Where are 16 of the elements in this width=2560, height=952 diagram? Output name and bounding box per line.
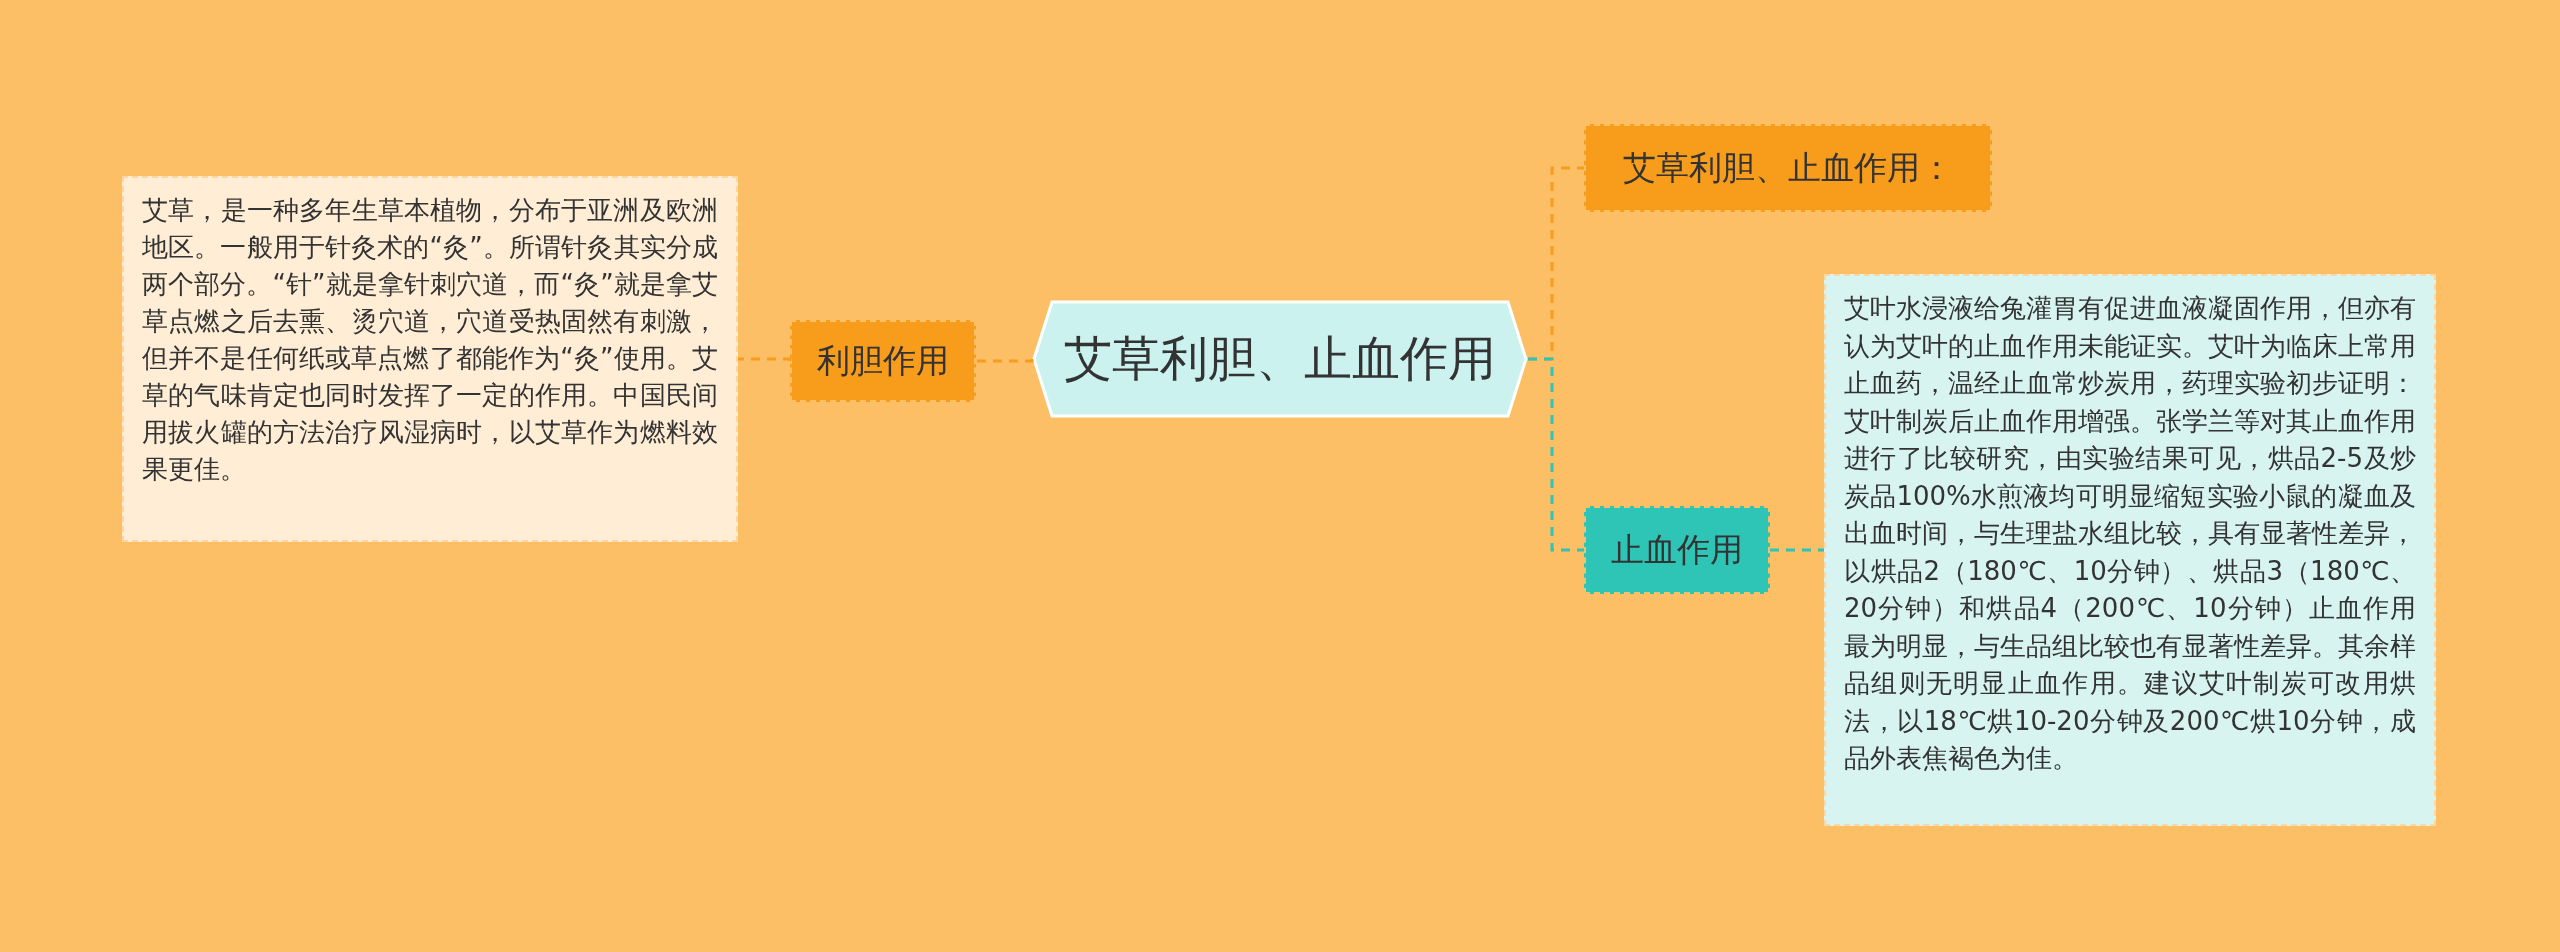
node-label: 艾草利胆、止血作用： <box>1623 146 1953 189</box>
connector-line <box>738 357 792 362</box>
node-label: 艾草利胆、止血作用 <box>1064 329 1496 388</box>
text-card <box>1824 274 2436 826</box>
topic-hexagon <box>1032 300 1528 418</box>
connector-line <box>976 358 1034 363</box>
text-card <box>122 176 738 542</box>
connector-line <box>1528 357 1584 552</box>
node-label: 利胆作用 <box>817 339 949 382</box>
paragraph-text: 艾叶水浸液给兔灌胃有促进血液凝固作用，但亦有认为艾叶的止血作用未能证实。艾叶为临床上常用止血药，温经止血常炒炭用，药理实验初步证明：艾叶制炭后止血作用增强。张学兰等对其止血作用进行了比较研究，由实验结果可见，烘品2-5及炒炭品100%水煎液均可明显缩短实验小鼠的凝血及出血时间，与生理盐水组比较，具有显著性差异，以烘品2（180℃、10分钟）、烘品3（180℃、20分钟）和烘品4（200℃、10分钟）止血作用最为明显，与生品组比较也有显著性差异。其余样品组则无明显止血作用。建议艾叶制炭可改用烘法，以18℃烘10-20分钟及200℃烘10分钟，成品外表焦褐色为佳。 <box>1844 292 2416 775</box>
branch-box <box>1584 124 1992 212</box>
branch-box <box>790 320 976 402</box>
branch-box <box>1584 506 1770 594</box>
paragraph-text: 艾草，是一种多年生草本植物，分布于亚洲及欧洲地区。一般用于针灸术的“灸”。所谓针灸其实分成两个部分。“针”就是拿针刺穴道，而“灸”就是拿艾草点燃之后去熏、烫穴道，穴道受热固然有刺激，但并不是任何纸或草点燃了都能作为“灸”使用。艾草的气味肯定也同时发挥了一定的作用。中国民间用拔火罐的方法治疗风湿病时，以艾草作为燃料效果更佳。 <box>142 194 718 486</box>
node-label: 止血作用 <box>1611 528 1743 571</box>
connector-line <box>1770 548 1824 552</box>
